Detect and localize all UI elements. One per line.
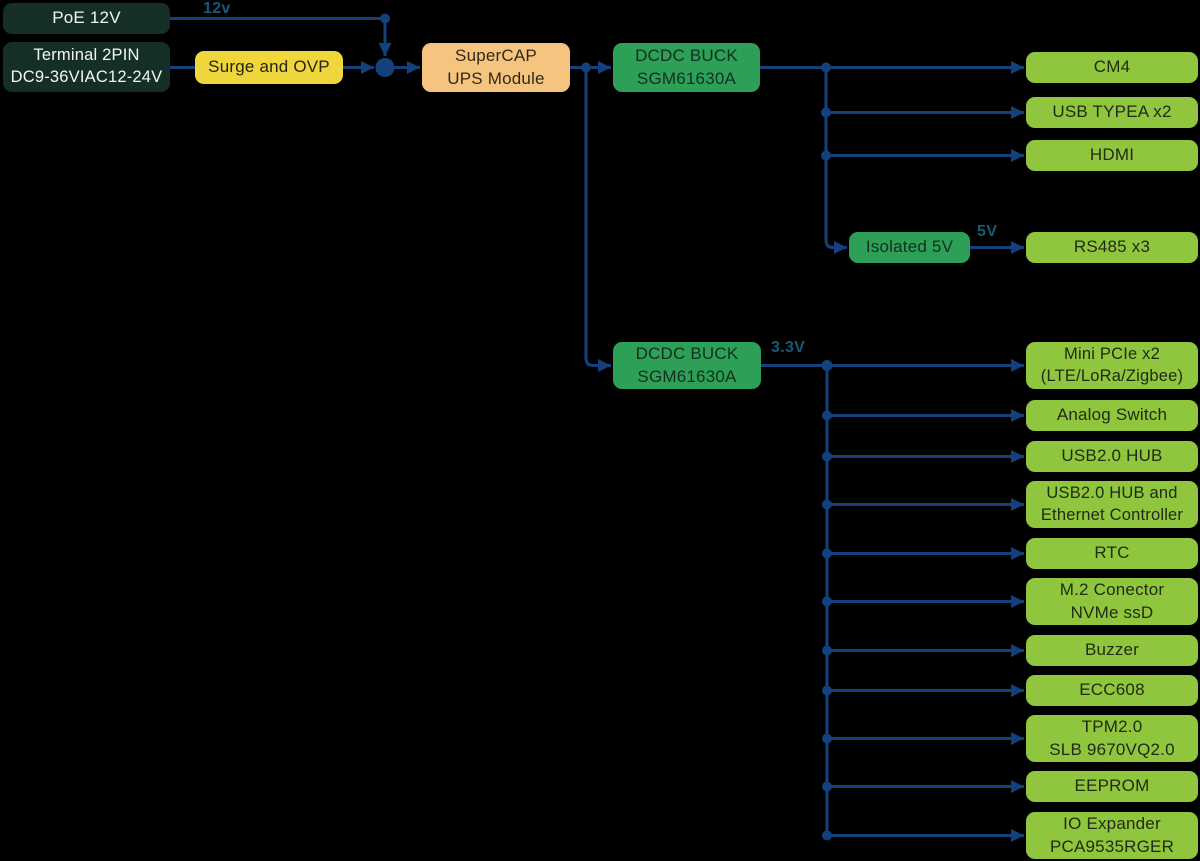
node-analog-switch: Analog Switch: [1026, 400, 1198, 431]
dot-rail2-eeprom: [822, 781, 832, 792]
node-terminal-2pin: Terminal 2PIN DC9-36VIAC12-24V: [3, 42, 170, 92]
dot-rail2-analog: [822, 410, 832, 421]
node-m2-connector: M.2 Conector NVMe ssD: [1026, 578, 1198, 625]
dot-rail1-hdmi: [821, 150, 831, 161]
node-buzzer: Buzzer: [1026, 635, 1198, 666]
node-supercap-ups: SuperCAP UPS Module: [422, 43, 570, 92]
dot-rail2-usb2hubeth: [822, 499, 832, 510]
dot-rail1-cm4: [821, 62, 831, 73]
node-dcdc-buck-1: DCDC BUCK SGM61630A: [613, 43, 760, 92]
wire-paths: [170, 17, 1024, 842]
node-cm4: CM4: [1026, 52, 1198, 83]
node-rs485: RS485 x3: [1026, 232, 1198, 263]
node-usb2-hub: USB2.0 HUB: [1026, 441, 1198, 472]
node-usb-typea: USB TYPEA x2: [1026, 97, 1198, 128]
dot-rail2-mini-pcie: [821, 360, 833, 371]
junction-dots: [375, 13, 833, 841]
node-io-expander: IO Expander PCA9535RGER: [1026, 812, 1198, 859]
node-tpm2: TPM2.0 SLB 9670VQ2.0: [1026, 715, 1198, 762]
dot-rail2-io: [822, 830, 832, 841]
dot-rail2-buzzer: [822, 645, 832, 656]
wire-tee-buck2: [584, 67, 611, 372]
node-ecc608: ECC608: [1026, 675, 1198, 706]
voltage-label-5v: 5V: [977, 223, 998, 240]
node-poe-12v: PoE 12V: [3, 3, 170, 34]
dot-supercap-tee: [581, 62, 591, 73]
dot-rail2-tpm: [822, 733, 832, 744]
node-rtc: RTC: [1026, 538, 1198, 569]
dot-power-merge: [375, 58, 395, 77]
dot-rail2-m2: [822, 596, 832, 607]
dot-rail1-usb: [821, 107, 831, 118]
node-hdmi: HDMI: [1026, 140, 1198, 171]
dot-rail2-ecc608: [822, 685, 832, 696]
dot-poe-branch: [380, 13, 390, 24]
node-usb2-hub-eth: USB2.0 HUB and Ethernet Controller: [1026, 481, 1198, 528]
node-mini-pcie: Mini PCIe x2 (LTE/LoRa/Zigbee): [1026, 342, 1198, 389]
dot-rail2-usb2hub: [822, 451, 832, 462]
node-dcdc-buck-2: DCDC BUCK SGM61630A: [613, 342, 761, 389]
voltage-label-3v3: 3.3V: [771, 339, 806, 356]
voltage-label-12v: 12v: [203, 0, 231, 17]
dot-rail2-rtc: [822, 548, 832, 559]
node-eeprom: EEPROM: [1026, 771, 1198, 802]
wire-rail1-vertical: [824, 67, 847, 254]
node-isolated-5v: Isolated 5V: [849, 232, 970, 263]
node-surge-ovp: Surge and OVP: [195, 51, 343, 84]
